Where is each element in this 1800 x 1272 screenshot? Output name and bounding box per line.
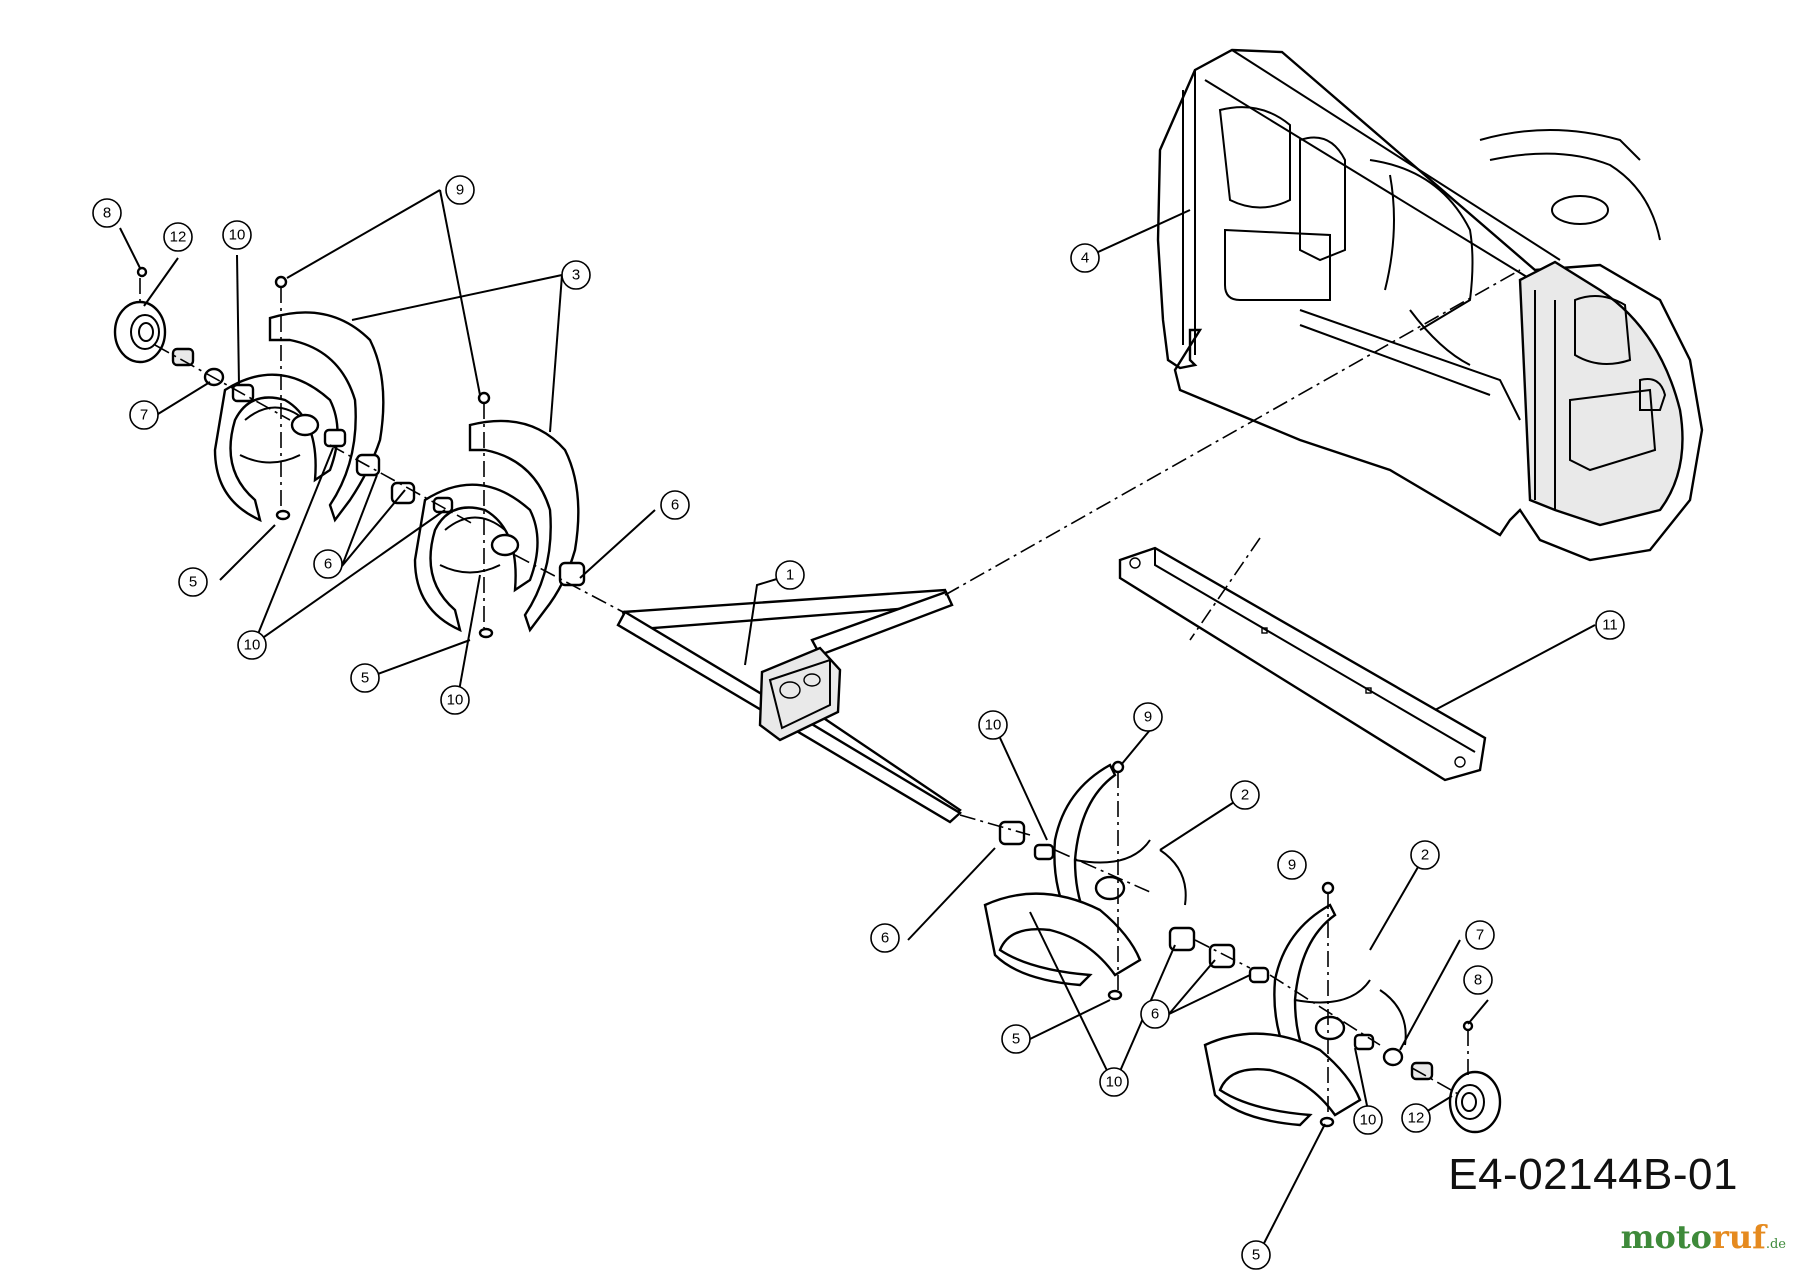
svg-text:1: 1 [786, 567, 794, 584]
svg-text:10: 10 [229, 227, 246, 244]
svg-text:6: 6 [881, 930, 889, 947]
callout-7: 7 [129, 400, 159, 430]
callout-11: 11 [1595, 610, 1625, 640]
svg-text:7: 7 [140, 407, 148, 424]
svg-text:2: 2 [1421, 847, 1429, 864]
hardware-parts [113, 266, 1502, 1134]
callout-10: 10 [237, 630, 267, 660]
watermark-brand-accent: ruf [1711, 1218, 1766, 1256]
watermark-brand-main: moto [1620, 1218, 1712, 1256]
svg-text:5: 5 [189, 574, 197, 591]
svg-text:5: 5 [1252, 1247, 1260, 1264]
svg-text:5: 5 [1012, 1031, 1020, 1048]
callout-9: 9 [1133, 702, 1163, 732]
callout-10: 10 [1099, 1067, 1129, 1097]
drawing-code: E4-02144B-01 [1448, 1150, 1738, 1199]
callout-2: 2 [1410, 840, 1440, 870]
callout-8: 8 [92, 198, 122, 228]
svg-text:10: 10 [1360, 1112, 1377, 1129]
callout-1: 1 [775, 560, 805, 590]
svg-text:12: 12 [1408, 1110, 1425, 1127]
callout-7: 7 [1465, 920, 1495, 950]
callout-10: 10 [440, 685, 470, 715]
auger-right-inner [983, 763, 1187, 987]
callout-3: 3 [561, 260, 591, 290]
callout-6: 6 [313, 549, 343, 579]
callout-6: 6 [1140, 999, 1170, 1029]
svg-text:10: 10 [244, 637, 261, 654]
svg-text:3: 3 [572, 267, 580, 284]
svg-text:8: 8 [1474, 972, 1482, 989]
svg-text:10: 10 [447, 692, 464, 709]
callout-5: 5 [178, 567, 208, 597]
auger-left-outer [213, 311, 385, 523]
svg-text:9: 9 [1288, 857, 1296, 874]
motoruf-watermark: motoruf.de [1621, 1218, 1786, 1256]
callout-10: 10 [222, 220, 252, 250]
svg-text:2: 2 [1241, 787, 1249, 804]
callout-4: 4 [1070, 243, 1100, 273]
svg-text:9: 9 [1144, 709, 1152, 726]
svg-text:4: 4 [1081, 250, 1089, 267]
callout-2: 2 [1230, 780, 1260, 810]
svg-text:9: 9 [456, 182, 464, 199]
auger-right-outer [1203, 903, 1407, 1127]
svg-text:11: 11 [1602, 617, 1618, 634]
callout-6: 6 [870, 923, 900, 953]
callout-12: 12 [163, 222, 193, 252]
svg-text:10: 10 [985, 717, 1002, 734]
gearbox-shaft [616, 588, 963, 824]
svg-text:8: 8 [103, 205, 111, 222]
callout-5: 5 [350, 663, 380, 693]
svg-text:12: 12 [170, 229, 187, 246]
callout-5: 5 [1001, 1024, 1031, 1054]
callout-5: 5 [1241, 1240, 1271, 1270]
assembly-axis-lines [139, 269, 1521, 1117]
callout-12: 12 [1401, 1103, 1431, 1133]
auger-left-inner [413, 419, 580, 633]
callout-9: 9 [1277, 850, 1307, 880]
support-bar [1118, 546, 1487, 782]
watermark-suffix: .de [1765, 1237, 1786, 1252]
auger-housing [1156, 48, 1704, 562]
svg-text:6: 6 [324, 556, 332, 573]
callout-10: 10 [978, 710, 1008, 740]
callout-9: 9 [445, 175, 475, 205]
svg-text:7: 7 [1476, 927, 1484, 944]
callout-8: 8 [1463, 965, 1493, 995]
svg-text:6: 6 [671, 497, 679, 514]
svg-text:6: 6 [1151, 1006, 1159, 1023]
svg-text:5: 5 [361, 670, 369, 687]
callout-10: 10 [1353, 1105, 1383, 1135]
svg-text:10: 10 [1106, 1074, 1123, 1091]
callout-6: 6 [660, 490, 690, 520]
